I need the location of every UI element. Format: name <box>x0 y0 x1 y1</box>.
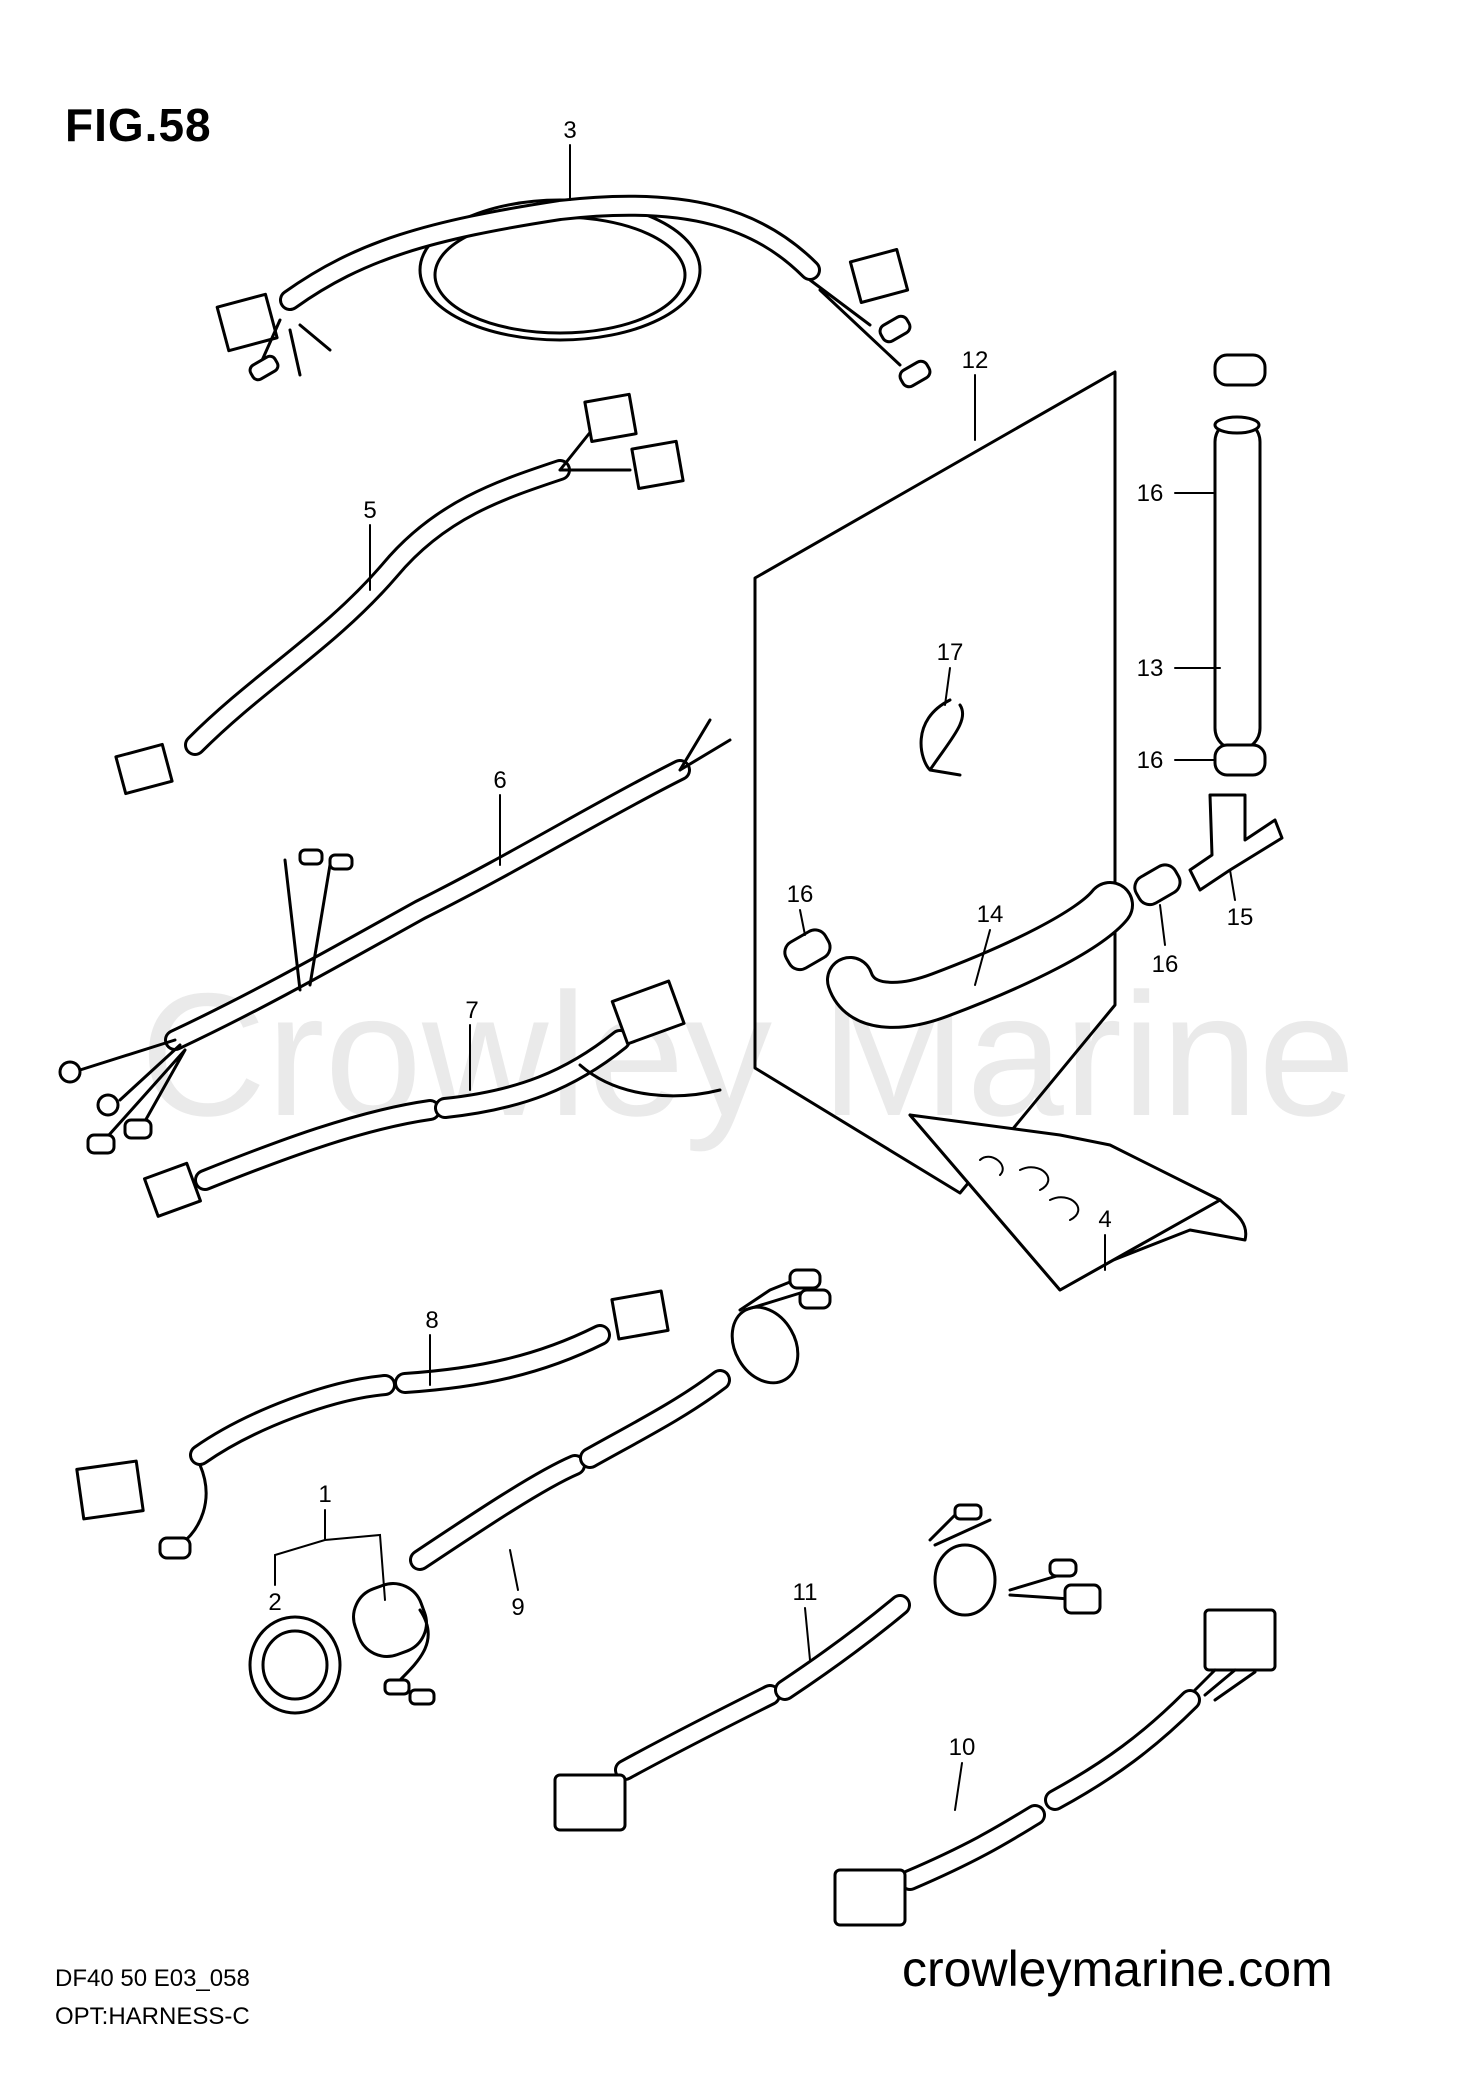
website-footer: crowleymarine.com <box>902 1941 1333 1997</box>
callout-2: 2 <box>268 1589 281 1616</box>
callout-7: 7 <box>465 997 478 1024</box>
callout-17: 17 <box>937 639 964 666</box>
part-11-harness <box>553 1503 1102 1832</box>
part-8-harness <box>75 1289 670 1560</box>
callout-11: 11 <box>793 1579 818 1606</box>
part-1-2-socket <box>248 1582 436 1715</box>
callout-13: 13 <box>1137 655 1164 682</box>
part-4-bag <box>908 1113 1248 1292</box>
part-7-harness <box>142 979 722 1218</box>
part-13-hose <box>1213 415 1262 752</box>
callout-8: 8 <box>425 1307 438 1334</box>
callout-16-right: 16 <box>1152 951 1179 978</box>
part-15-tjoint <box>1188 793 1284 892</box>
part-10-harness <box>833 1608 1277 1927</box>
callout-6: 6 <box>493 767 506 794</box>
callout-3: 3 <box>563 117 576 144</box>
callout-16-top: 16 <box>1137 480 1164 507</box>
part-16-clamps <box>783 353 1267 972</box>
leader-lines <box>274 144 1236 1811</box>
callout-4: 4 <box>1098 1206 1111 1233</box>
callout-5: 5 <box>363 497 376 524</box>
callout-10: 10 <box>949 1734 976 1761</box>
part-14-hose <box>826 881 1134 1029</box>
callout-9: 9 <box>511 1594 524 1621</box>
figure-code: DF40 50 E03_058 <box>55 1965 250 1992</box>
figure-name: OPT:HARNESS-C <box>55 2003 250 2030</box>
part-5-harness <box>114 392 685 796</box>
part-12-box <box>753 370 1117 1195</box>
part-17-clip <box>919 698 965 777</box>
figure-title: FIG.58 <box>65 99 212 151</box>
callout-labels: 3 5 6 7 8 1 2 9 11 10 4 12 16 13 16 17 1… <box>268 117 1253 1761</box>
callout-12: 12 <box>962 347 989 374</box>
part-9-harness <box>409 1268 832 1571</box>
part-6-harness <box>58 718 732 1155</box>
part-3-harness <box>215 194 932 389</box>
callout-1: 1 <box>318 1481 331 1508</box>
callout-14: 14 <box>977 901 1004 928</box>
callout-16-left: 16 <box>787 881 814 908</box>
callout-15: 15 <box>1227 904 1254 931</box>
callout-16-mid: 16 <box>1137 747 1164 774</box>
